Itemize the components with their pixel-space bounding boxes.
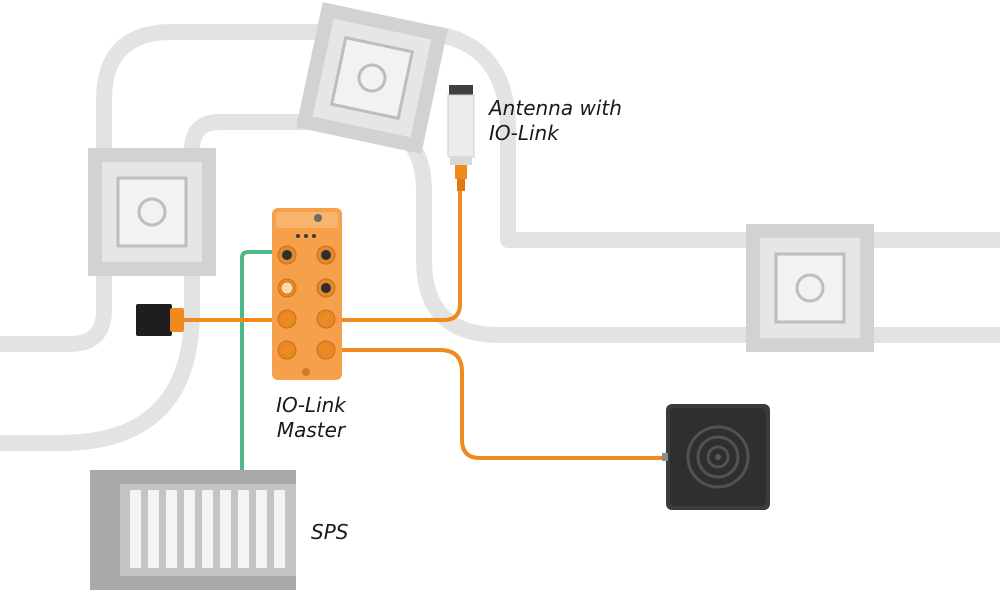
conveyor-track <box>0 24 1000 451</box>
antenna-label: Antenna with IO-Link <box>489 96 622 146</box>
station-left <box>88 148 216 276</box>
io-link-master <box>272 208 342 380</box>
master-label-line2: Master <box>276 418 346 442</box>
rfid-reader <box>662 404 770 510</box>
left-sensor <box>136 304 184 336</box>
sps-label: SPS <box>311 520 349 544</box>
master-label-line1: IO-Link <box>276 393 346 417</box>
station-right <box>746 224 874 352</box>
sps-plc <box>90 470 296 590</box>
cables <box>181 188 669 482</box>
io-link-master-label: IO-Link Master <box>268 393 354 443</box>
antenna-label-line1: Antenna with <box>489 96 622 120</box>
antenna-label-line2: IO-Link <box>489 121 559 145</box>
cable-orange-antenna <box>340 188 462 322</box>
antenna-device <box>447 85 475 191</box>
cable-orange-reader <box>340 348 669 460</box>
station-top <box>296 2 448 154</box>
cable-green <box>240 250 279 482</box>
